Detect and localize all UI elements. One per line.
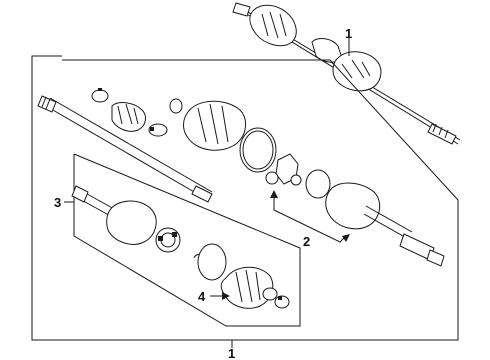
assembled-axle [232, 2, 461, 145]
cv-joint-parts [71, 185, 290, 309]
callouts: 1 1 2 3 4 [54, 26, 352, 360]
callout-4: 4 [198, 289, 206, 304]
frame-1 [31, 55, 459, 348]
callout-3: 3 [54, 195, 61, 210]
callout-2: 2 [303, 234, 310, 249]
callout-1-top: 1 [345, 26, 352, 41]
small-parts [91, 88, 277, 173]
half-shaft [37, 95, 213, 203]
joint-assembly [265, 153, 445, 267]
callout-1-bottom: 1 [228, 346, 235, 360]
sub-frame-3 [64, 153, 301, 327]
